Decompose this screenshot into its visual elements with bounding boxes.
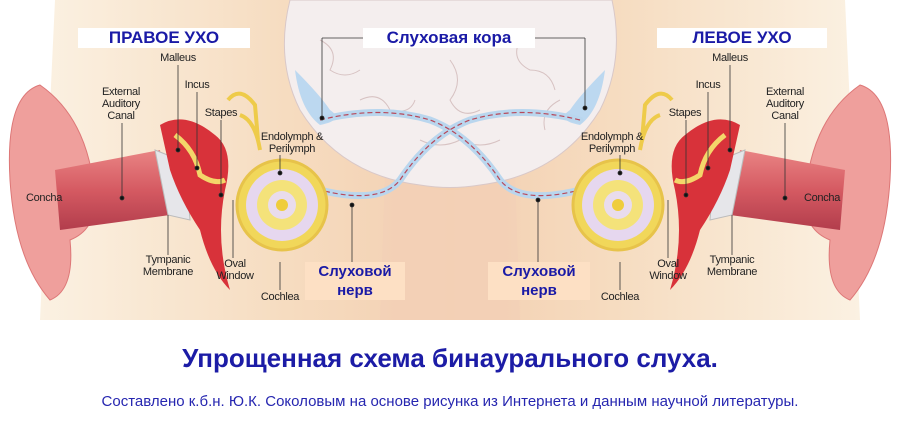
left-endolymph-label: Endolymph & Perilymph xyxy=(580,131,644,155)
left-ear-title: ЛЕВОЕ УХО xyxy=(657,28,827,48)
right-tympanic-label: Tympanic Membrane xyxy=(142,254,194,278)
right-ear-illustration xyxy=(8,84,329,301)
left-nerve-label: Слуховой нерв xyxy=(488,262,590,300)
right-incus-label: Incus xyxy=(184,79,210,91)
right-endolymph-label: Endolymph & Perilymph xyxy=(260,131,324,155)
caption-subtitle: Составлено к.б.н. Ю.К. Соколовым на осно… xyxy=(101,393,799,410)
right-malleus-label: Malleus xyxy=(160,52,196,64)
right-stapes-label: Stapes xyxy=(204,107,238,119)
left-ear-illustration xyxy=(571,84,892,301)
right-cochlea-label: Cochlea xyxy=(260,291,300,303)
left-cochlea-label: Cochlea xyxy=(600,291,640,303)
right-cortex xyxy=(295,70,336,125)
right-ear-title: ПРАВОЕ УХО xyxy=(78,28,250,48)
right-oval-window-label: Oval Window xyxy=(216,258,254,282)
left-stapes-label: Stapes xyxy=(668,107,702,119)
caption-title: Упрощенная схема бинаурального слуха. xyxy=(182,343,718,373)
left-incus-label: Incus xyxy=(695,79,721,91)
left-concha-label: Concha xyxy=(803,192,841,204)
left-malleus-label: Malleus xyxy=(712,52,748,64)
brainstem xyxy=(380,170,520,320)
left-oval-window-label: Oval Window xyxy=(649,258,687,282)
auditory-cortex-label: Слуховая кора xyxy=(363,28,535,48)
right-canal-label: External Auditory Canal xyxy=(102,86,140,122)
left-canal-label: External Auditory Canal xyxy=(766,86,804,122)
leader-lines xyxy=(119,37,788,290)
left-tympanic-label: Tympanic Membrane xyxy=(706,254,758,278)
right-nerve-label: Слуховой нерв xyxy=(305,262,405,300)
right-concha-label: Concha xyxy=(25,192,63,204)
